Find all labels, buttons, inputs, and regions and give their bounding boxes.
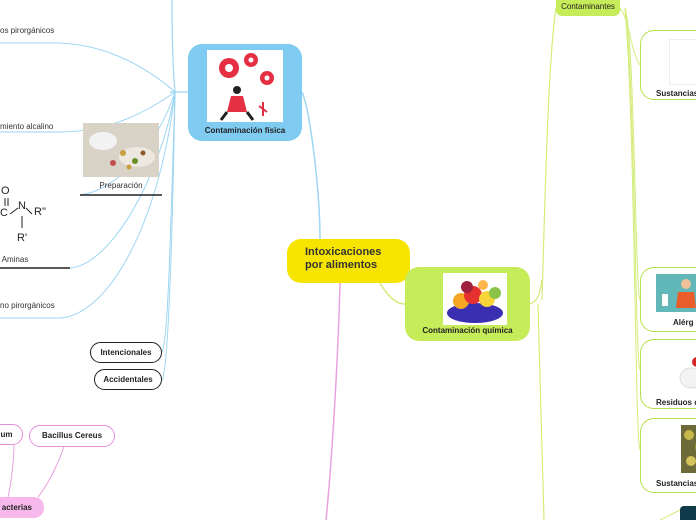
link-quimica-trunk [530,280,542,304]
allergy-person-icon [656,274,696,312]
link-trunk-pirogenicos [60,43,175,92]
fruit-bowl-icon [443,273,507,325]
central-title-line1: Intoxicaciones [305,246,410,259]
topic-accidentales[interactable]: Accidentales [94,369,162,390]
amine-structure: O C N R'' R' [0,184,64,250]
amine-oxygen: O [1,185,10,197]
topic-contaminacion-fisica[interactable]: Contaminación física [188,44,302,141]
quimica-illustration [443,273,507,325]
topic-sustancias-bottom[interactable]: Sustancias [640,418,696,493]
sustancias-top-label: Sustancias [656,89,696,98]
plants-icon [681,425,696,473]
topic-preparacion[interactable]: Preparación [83,181,159,190]
topic-aminas[interactable]: Aminas [0,255,30,264]
sustancias-top-image [669,39,696,85]
central-title-line2: por alimentos [305,259,410,272]
topic-contaminantes[interactable]: Contaminantes [556,0,620,16]
link-central-pink [326,283,340,520]
residuos-label: Residuos c [656,398,696,407]
link-contaminantes-sust3 [625,8,640,450]
topic-alergenos[interactable]: Alérg [640,267,696,332]
link-trunk-top [172,0,175,92]
topic-um[interactable]: um [0,424,23,445]
link-bottom-right [660,510,680,520]
link-trunk-up [542,8,556,300]
preparacion-image [83,123,159,177]
link-bacterias-um [8,445,14,497]
topic-no-pirogenicos[interactable]: no pirorgánicos [0,301,55,310]
alergenos-label: Alérg [673,318,693,327]
topic-sustancias-top[interactable]: Sustancias [640,30,696,100]
topic-contaminacion-quimica[interactable]: Contaminación química [405,267,530,341]
quimica-label: Contaminación química [405,326,530,335]
alergenos-image [656,274,696,312]
food-preparation-icon [83,123,159,177]
link-trunk-aminas [70,92,175,268]
topic-residuos[interactable]: Residuos c [640,339,696,409]
topic-tratamiento-alcalino[interactable]: miento alcalino [0,122,53,131]
sustancias-bottom-image [681,425,696,473]
central-topic[interactable]: Intoxicaciones por alimentos [287,239,410,283]
topic-bacterias[interactable]: acterias [0,497,44,518]
topic-intencionales[interactable]: Intencionales [90,342,162,363]
amine-r2: R'' [34,206,46,218]
link-trunk-down [538,304,544,520]
gears-person-icon [207,50,283,122]
fisica-illustration [207,50,283,122]
topic-bacillus-cereus[interactable]: Bacillus Cereus [29,425,115,447]
amine-nitrogen: N [18,200,26,212]
residue-sphere-icon [679,352,696,392]
amine-carbon: C [0,207,8,219]
fisica-label: Contaminación física [188,126,302,135]
amine-r1: R' [17,232,27,244]
link-bacterias-bacillus [38,446,64,497]
residuos-image [679,352,696,392]
topic-pirogenicos[interactable]: os pirorgánicos [0,26,54,35]
link-central-quimica [380,283,405,304]
bottom-right-node[interactable] [680,506,696,520]
sustancias-bottom-label: Sustancias [656,479,696,488]
link-central-fisica [302,92,320,239]
